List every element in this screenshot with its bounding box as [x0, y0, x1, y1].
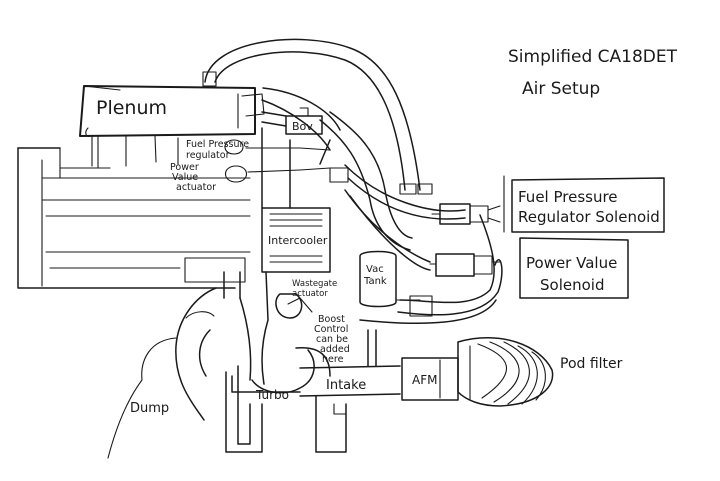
title-line2: Air Setup — [522, 79, 600, 99]
intercooler — [261, 127, 331, 273]
pvs-label-line2: Solenoid — [540, 276, 604, 294]
fpr-and-pv-on-plenum — [224, 139, 349, 183]
fpr-label-line1: Fuel Pressure — [186, 139, 249, 150]
pvs-label-box — [519, 237, 629, 299]
fpr-solenoid — [431, 203, 501, 225]
boost-label-line2: Control — [314, 324, 348, 335]
afm-box — [401, 357, 459, 401]
boost-label-line5: here — [322, 354, 344, 365]
vac-tank-label-line2: Tank — [363, 276, 387, 287]
pv-label-line3: actuator — [176, 182, 216, 193]
pod-filter-label: Pod filter — [560, 356, 623, 372]
pvs-label-line1: Power Value — [526, 254, 617, 272]
fprs-label-line1: Fuel Pressure — [518, 188, 618, 206]
title-line1: Simplified CA18DET — [508, 47, 678, 67]
vac-tank — [359, 250, 433, 317]
pod-filter — [457, 337, 554, 407]
vac-tank-label-line1: Vac — [366, 264, 384, 275]
boost-label-line3: can be — [316, 334, 348, 345]
pv-label-line1: Power — [170, 162, 199, 173]
boost-label-line1: Boost — [318, 314, 345, 325]
vacuum-hoses — [202, 38, 503, 325]
dump-label: Dump — [130, 401, 169, 416]
fpr-label-line2: regulator — [186, 150, 230, 161]
fprs-label-box — [511, 177, 665, 233]
dump-pipe — [107, 287, 217, 459]
fprs-label-line2: Regulator Solenoid — [518, 208, 660, 226]
bov-valve — [261, 107, 323, 135]
intake-pipe — [299, 329, 401, 453]
intake-label: Intake — [326, 378, 366, 393]
pv-solenoid — [429, 253, 501, 277]
turbo-assembly — [223, 271, 331, 453]
engine-block — [17, 147, 251, 289]
bov-label: Bov — [292, 120, 313, 133]
afm-label: AFM — [412, 373, 437, 387]
plenum — [59, 85, 265, 169]
plenum-label: Plenum — [96, 97, 167, 119]
wastegate-label-line2: actuator — [292, 289, 328, 299]
turbo-label: Turbo — [255, 388, 289, 402]
intercooler-label: Intercooler — [268, 234, 328, 247]
wastegate-label-line1: Wastegate — [292, 279, 337, 289]
pv-label-line2: Value — [172, 172, 198, 183]
boost-label-line4: added — [320, 344, 350, 355]
